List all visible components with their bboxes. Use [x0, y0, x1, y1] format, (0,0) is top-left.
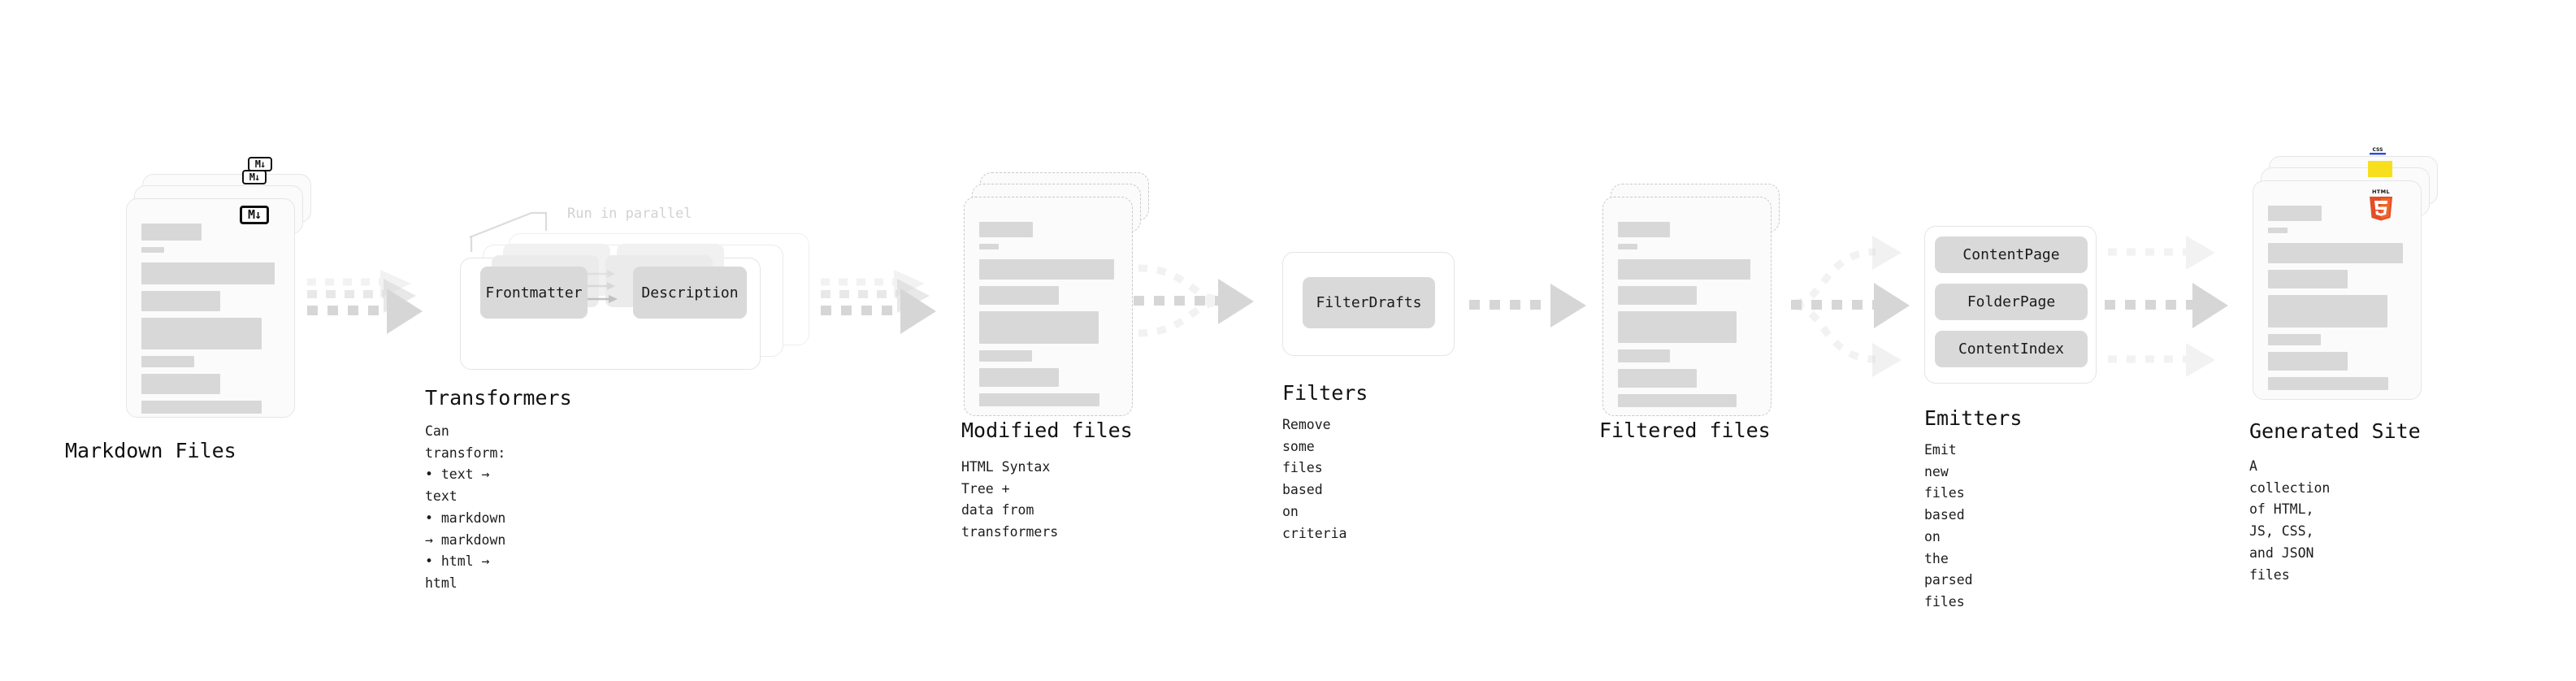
- content-bar: [1618, 394, 1737, 407]
- content-bar: [979, 311, 1099, 344]
- flow-arrow-5: [1791, 228, 1945, 382]
- stage-desc-generated-site: A collection of HTML, JS, CSS, and JSON …: [2249, 458, 2331, 583]
- content-bar: [1618, 311, 1737, 343]
- transformer-chip-description[interactable]: Description: [633, 267, 747, 319]
- stage-desc-filters: Remove some files based on criteria: [1282, 417, 1347, 541]
- filtered-file-card-front: [1602, 197, 1772, 416]
- modified-card-content: [979, 222, 1119, 413]
- content-bar: [141, 247, 164, 253]
- js-icon: [2368, 161, 2392, 177]
- transformer-chip-frontmatter[interactable]: Frontmatter: [480, 267, 588, 319]
- transformer-chip-label: Description: [641, 284, 739, 301]
- content-bar: [979, 350, 1032, 362]
- emitter-chip-contentindex[interactable]: ContentIndex: [1935, 331, 2088, 367]
- stage-title-filters: Filters: [1282, 381, 1368, 405]
- content-bar: [141, 291, 220, 311]
- content-bar: [2268, 352, 2348, 371]
- content-bar: [1618, 286, 1697, 305]
- content-bar: [2268, 228, 2288, 233]
- content-bar: [979, 393, 1099, 406]
- content-bar: [141, 401, 262, 414]
- content-bar: [2268, 243, 2403, 263]
- generated-card-content: [2268, 206, 2408, 397]
- content-bar: [2268, 295, 2387, 327]
- filtered-card-content: [1618, 222, 1758, 414]
- content-bar: [141, 356, 194, 367]
- emitters-box: ContentPage FolderPage ContentIndex: [1924, 226, 2097, 384]
- content-bar: [979, 286, 1059, 305]
- content-bar: [141, 262, 275, 284]
- flow-arrow-1: [307, 268, 429, 349]
- emitter-chip-contentpage[interactable]: ContentPage: [1935, 236, 2088, 273]
- transformers-box-front: Frontmatter Description: [460, 244, 761, 370]
- filter-chip-label: FilterDrafts: [1316, 294, 1422, 311]
- emitter-chip-label: ContentPage: [1962, 246, 2060, 263]
- modified-file-card-front: [964, 197, 1133, 416]
- flow-arrow-2: [821, 268, 943, 349]
- content-bar: [979, 222, 1033, 237]
- stage-title-emitters: Emitters: [1924, 406, 2023, 430]
- flow-arrow-3: [1134, 258, 1288, 364]
- content-bar: [2268, 270, 2348, 288]
- css-icon: CSS: [2368, 145, 2387, 156]
- content-bar: [141, 223, 202, 241]
- flow-arrow-4: [1469, 283, 1599, 332]
- stage-title-generated-site: Generated Site: [2249, 419, 2421, 443]
- emitter-chip-folderpage[interactable]: FolderPage: [1935, 284, 2088, 320]
- stage-desc-modified-files: HTML Syntax Tree + data from transformer…: [961, 459, 1059, 540]
- content-bar: [141, 318, 262, 349]
- filters-box: FilterDrafts: [1282, 252, 1455, 356]
- svg-text:CSS: CSS: [2373, 147, 2383, 153]
- markdown-icon: M↓: [240, 206, 269, 224]
- content-bar: [1618, 244, 1637, 249]
- markdown-icon: M↓: [242, 170, 267, 184]
- svg-text:HTML: HTML: [2372, 189, 2390, 195]
- stage-title-filtered-files: Filtered files: [1599, 419, 1771, 442]
- content-bar: [1618, 369, 1697, 388]
- content-bar: [2268, 206, 2322, 221]
- transformer-inner-arrows: [566, 270, 618, 303]
- stage-title-transformers: Transformers: [425, 386, 572, 410]
- html5-icon: HTML: [2366, 187, 2396, 221]
- content-bar: [2268, 334, 2321, 345]
- content-bar: [2268, 377, 2388, 390]
- content-bar: [979, 368, 1059, 387]
- stage-title-markdown-files: Markdown Files: [65, 439, 236, 462]
- markdown-card-content: [141, 223, 281, 420]
- content-bar: [1618, 222, 1670, 237]
- content-bar: [141, 374, 220, 394]
- content-bar: [1618, 349, 1670, 362]
- filter-chip-filterdrafts[interactable]: FilterDrafts: [1303, 277, 1435, 328]
- generated-file-card-front: [2253, 180, 2422, 400]
- transformer-chip-label: Frontmatter: [485, 284, 583, 301]
- flow-arrow-6: [2105, 228, 2267, 382]
- content-bar: [979, 259, 1114, 280]
- content-bar: [1618, 259, 1750, 280]
- stage-title-modified-files: Modified files: [961, 419, 1133, 442]
- markdown-file-card-front: [126, 198, 295, 418]
- content-bar: [979, 244, 999, 249]
- stage-desc-transformers: Can transform: • text → text • markdown …: [425, 423, 506, 592]
- emitter-chip-label: ContentIndex: [1958, 340, 2065, 358]
- run-in-parallel-pointer: [469, 211, 548, 252]
- emitter-chip-label: FolderPage: [1967, 293, 2056, 310]
- run-in-parallel-label: Run in parallel: [567, 206, 692, 222]
- stage-desc-emitters: Emit new files based on the parsed files: [1924, 442, 1973, 610]
